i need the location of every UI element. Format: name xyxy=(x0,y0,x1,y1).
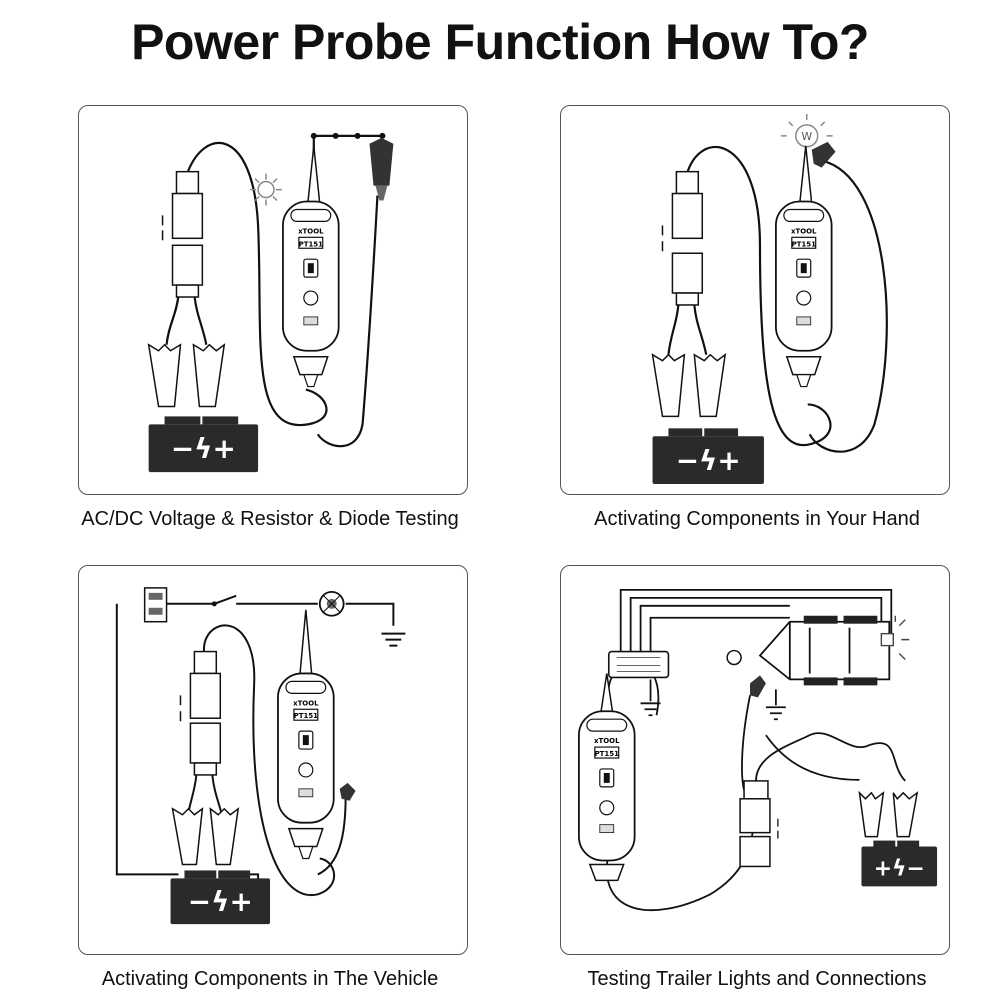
battery-clamps xyxy=(858,790,919,838)
battery-label: −ϟ+ xyxy=(188,885,253,918)
battery-icon: −ϟ+ xyxy=(170,870,271,925)
connector-plug xyxy=(179,650,222,776)
diagram-activating-vehicle: xTOOL PT151 xyxy=(115,587,406,925)
device-brand-label: xTOOL xyxy=(791,227,817,235)
panel-voltage-testing: xTOOL PT151 −ϟ+ xyxy=(78,105,468,495)
panel-activating-hand: W xTOOL PT151 xyxy=(560,105,950,495)
battery-clamps xyxy=(651,353,727,418)
trailer-plug-icon xyxy=(607,650,670,679)
battery-label: −ϟ+ xyxy=(171,432,236,465)
battery-icon: +ϟ− xyxy=(861,840,938,887)
battery-label: −ϟ+ xyxy=(676,444,741,477)
ground-clip-icon xyxy=(369,137,394,201)
alligator-clip-icon xyxy=(811,141,836,168)
caption-activating-vehicle: Activating Components in The Vehicle xyxy=(101,968,439,990)
device-model-label: PT151 xyxy=(299,240,324,248)
device-brand-label: xTOOL xyxy=(293,699,319,707)
device-model-label: PT151 xyxy=(792,240,817,248)
diagram-trailer-lights: xTOOL PT151 +ϟ− xyxy=(578,588,938,912)
panel-activating-vehicle: xTOOL PT151 xyxy=(78,565,468,955)
light-icon xyxy=(880,615,910,661)
alligator-clip-icon xyxy=(750,675,766,698)
fuse-box-icon xyxy=(143,587,168,623)
diagram-voltage-testing: xTOOL PT151 −ϟ+ xyxy=(147,132,394,473)
bulb-letter: W xyxy=(801,130,812,143)
battery-icon: −ϟ+ xyxy=(148,416,259,473)
page-title: Power Probe Function How To? xyxy=(131,14,869,70)
device-model-label: PT151 xyxy=(294,712,319,720)
trailer-wheels xyxy=(803,615,878,686)
diagram-activating-hand: W xTOOL PT151 xyxy=(651,113,888,485)
bulb-icon: W xyxy=(780,113,833,148)
battery-clamps xyxy=(171,807,240,866)
power-probe-device: xTOOL PT151 xyxy=(774,200,833,388)
caption-voltage-testing: AC/DC Voltage & Resistor & Diode Testing xyxy=(81,508,459,530)
power-probe-device: xTOOL PT151 xyxy=(282,200,340,388)
connector-plug xyxy=(661,170,704,306)
caption-activating-hand: Activating Components in Your Hand xyxy=(594,508,920,530)
connector-plug xyxy=(739,780,779,868)
alligator-clip-icon xyxy=(339,782,356,801)
connector-plug xyxy=(161,170,204,298)
device-model-label: PT151 xyxy=(595,750,620,758)
lamp-icon xyxy=(318,590,345,617)
device-brand-label: xTOOL xyxy=(298,227,324,235)
battery-icon: −ϟ+ xyxy=(652,428,764,485)
bulb-icon xyxy=(726,649,742,666)
power-probe-device: xTOOL PT151 xyxy=(578,710,636,882)
light-icon xyxy=(250,173,282,206)
power-probe-device: xTOOL PT151 xyxy=(277,672,335,860)
device-brand-label: xTOOL xyxy=(594,737,620,745)
battery-clamps xyxy=(147,343,226,408)
battery-label: +ϟ− xyxy=(874,856,925,881)
caption-trailer-lights: Testing Trailer Lights and Connections xyxy=(587,968,927,990)
panel-trailer-lights: xTOOL PT151 +ϟ− xyxy=(560,565,950,955)
